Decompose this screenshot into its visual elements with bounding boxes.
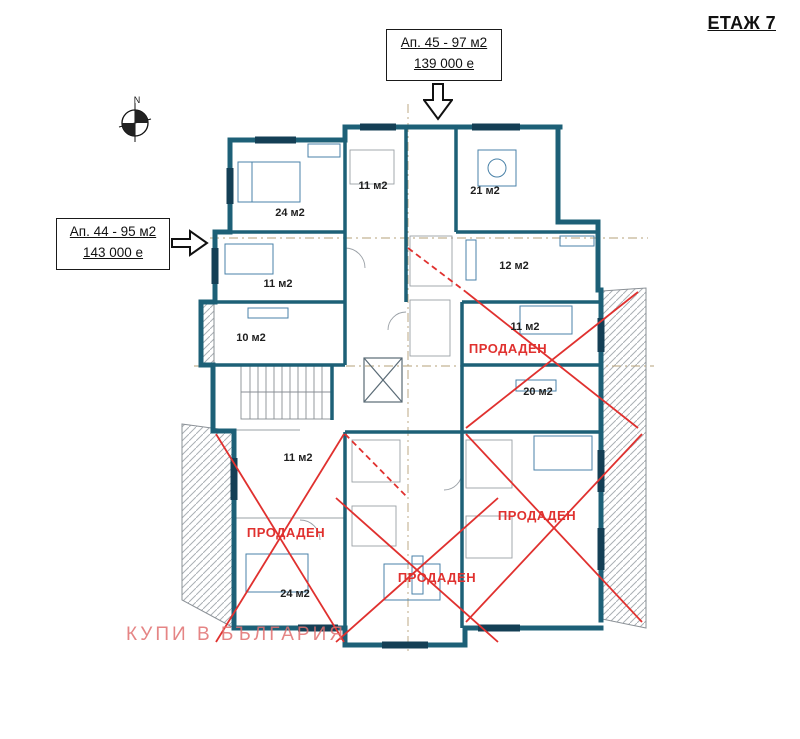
watermark: КУПИ В БЪЛГАРИЯ (126, 624, 346, 645)
sold-cross-marks (215, 247, 643, 643)
callout-apartment-44-name: Ап. 44 - 95 м2 (69, 224, 157, 239)
staircase (240, 363, 332, 420)
callout-apartment-45: Ап. 45 - 97 м2 139 000 e (386, 29, 502, 81)
sold-labels: ПРОДАДЕН ПРОДАДЕН ПРОДАДЕН ПРОДАДЕН (247, 341, 576, 585)
sold-label: ПРОДАДЕН (398, 570, 476, 585)
room-area-label: 11 м2 (359, 180, 388, 192)
room-area-label: 20 м2 (523, 386, 553, 398)
room-area-label: 12 м2 (499, 260, 529, 272)
callout-apartment-44-price: 143 000 e (82, 244, 144, 260)
room-area-label: 21 м2 (470, 185, 500, 197)
elevator-shaft (363, 357, 403, 403)
callout-apartment-45-price: 139 000 e (413, 55, 475, 71)
unit-walls (201, 127, 601, 628)
north-compass-icon: N (118, 95, 152, 142)
window-marks (211, 123, 605, 649)
callout-apartment-45-name: Ап. 45 - 97 м2 (400, 35, 488, 50)
compass-north-label: N (134, 95, 141, 105)
room-area-label: 10 м2 (236, 332, 266, 344)
page-title: ЕТАЖ 7 (707, 13, 776, 33)
room-area-label: 24 м2 (275, 207, 305, 219)
room-area-label: 11 м2 (264, 278, 293, 290)
room-area-label: 24 м2 (280, 588, 310, 600)
down-arrow-icon (423, 83, 453, 121)
interior-partitions (232, 149, 513, 559)
room-area-label: 11 м2 (284, 452, 313, 464)
right-arrow-icon (171, 229, 209, 257)
sold-label: ПРОДАДЕН (469, 341, 547, 356)
room-area-label: 11 м2 (511, 321, 540, 333)
sold-label: ПРОДАДЕН (247, 525, 325, 540)
callout-apartment-44: Ап. 44 - 95 м2 143 000 e (56, 218, 170, 270)
sold-label: ПРОДАДЕН (498, 508, 576, 523)
room-area-labels: 24 м2 11 м2 21 м2 12 м2 11 м2 11 м2 10 м… (236, 180, 553, 600)
